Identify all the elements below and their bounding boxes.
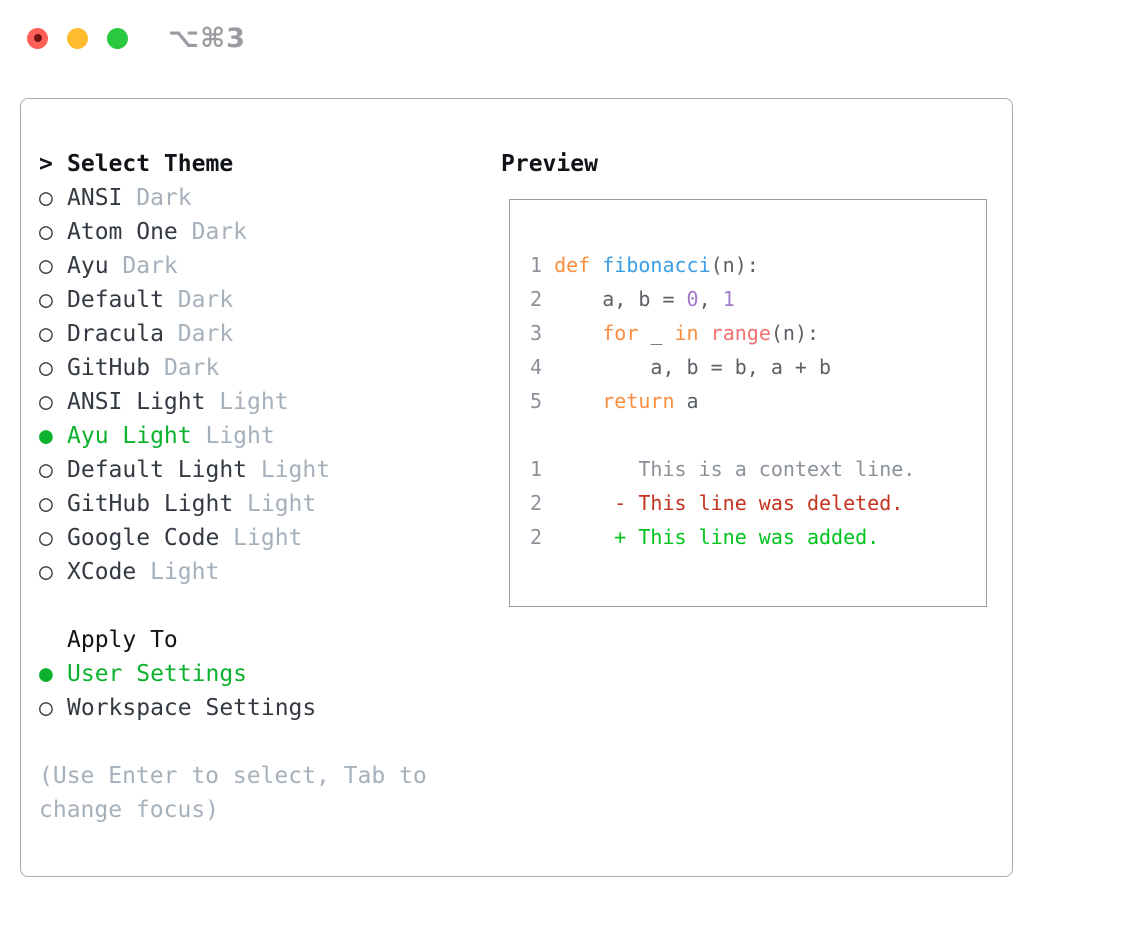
radio-icon: ○ (39, 253, 53, 279)
theme-option[interactable]: ○ GitHub Light Light (39, 487, 427, 521)
preview-title: Preview (501, 151, 598, 177)
option-variant: Dark (122, 253, 178, 279)
radio-icon: ○ (39, 525, 53, 551)
theme-option[interactable]: ● Ayu Light Light (39, 419, 427, 453)
theme-option[interactable]: ○ GitHub Dark (39, 351, 427, 385)
code-line: 2 - This line was deleted. (530, 491, 904, 515)
theme-selector-dialog: > Select Theme ○ ANSI Dark ○ Atom One Da… (20, 98, 1013, 877)
radio-icon: ○ (39, 321, 53, 347)
preview-box: 1 def fibonacci(n): 2 a, b = 0, 1 3 for _ … (509, 199, 987, 607)
option-variant: Light (205, 423, 275, 449)
code-line: 2 a, b = 0, 1 (530, 287, 735, 311)
apply-to-list: ● User Settings ○ Workspace Settings (39, 657, 427, 725)
option-name: Dracula (67, 321, 164, 347)
option-name: XCode (67, 559, 137, 585)
radio-icon: ○ (39, 355, 53, 381)
select-theme-header: > Select Theme (39, 147, 427, 181)
zoom-button[interactable] (107, 27, 128, 49)
option-variant: Dark (191, 219, 248, 245)
option-variant: Dark (177, 321, 234, 347)
option-name: GitHub (67, 355, 151, 381)
radio-icon: ○ (39, 389, 53, 415)
theme-option[interactable]: ○ Default Light Light (39, 453, 427, 487)
option-name: ANSI Light (67, 389, 206, 415)
radio-icon: ○ (39, 491, 53, 517)
option-name: User Settings (67, 661, 248, 687)
radio-icon: ○ (39, 185, 53, 211)
option-name: Workspace Settings (67, 695, 317, 721)
option-variant: Light (260, 457, 331, 483)
option-variant: Dark (177, 287, 234, 313)
code-line: 1 def fibonacci(n): (530, 253, 759, 277)
option-variant: Light (247, 491, 317, 517)
code-line: 4 a, b = b, a + b (530, 355, 832, 379)
option-name: Default Light (67, 457, 248, 483)
code-line: 2 + This line was added. (530, 525, 880, 549)
option-name: Ayu (67, 253, 109, 279)
radio-icon: ● (39, 423, 53, 449)
option-name: Ayu Light (67, 423, 192, 449)
radio-icon: ● (39, 661, 53, 687)
radio-icon: ○ (39, 457, 53, 483)
radio-icon: ○ (39, 287, 53, 313)
option-name: Atom One (67, 219, 178, 245)
option-variant: Light (233, 525, 303, 551)
close-button[interactable] (27, 27, 48, 49)
theme-panel: > Select Theme ○ ANSI Dark ○ Atom One Da… (39, 147, 427, 827)
theme-option[interactable]: ○ Ayu Dark (39, 249, 427, 283)
panel-title: Select Theme (67, 151, 234, 177)
option-name: Google Code (67, 525, 220, 551)
option-variant: Light (150, 559, 220, 585)
apply-to-option[interactable]: ● User Settings (39, 657, 427, 691)
option-name: GitHub Light (67, 491, 234, 517)
theme-option[interactable]: ○ ANSI Light Light (39, 385, 427, 419)
radio-icon: ○ (39, 695, 53, 721)
radio-icon: ○ (39, 219, 53, 245)
hint-line-1: (Use Enter to select, Tab to (39, 763, 427, 789)
prompt-icon: > (39, 151, 53, 177)
theme-option[interactable]: ○ XCode Light (39, 555, 427, 589)
theme-option[interactable]: ○ ANSI Dark (39, 181, 427, 215)
apply-to-header: Apply To (39, 623, 427, 657)
theme-list: ○ ANSI Dark ○ Atom One Dark ○ Ayu Dark ○… (39, 181, 427, 589)
code-line: 1 This is a context line. (530, 457, 916, 481)
option-name: Default (67, 287, 164, 313)
option-variant: Dark (163, 355, 220, 381)
apply-to-label: Apply To (67, 627, 178, 653)
code-line: 3 for _ in range(n): (530, 321, 820, 345)
hint-line-2: change focus) (39, 797, 220, 823)
theme-option[interactable]: ○ Google Code Light (39, 521, 427, 555)
option-variant: Dark (136, 185, 192, 211)
code-line (530, 418, 986, 452)
theme-option[interactable]: ○ Atom One Dark (39, 215, 427, 249)
minimize-button[interactable] (67, 27, 88, 49)
theme-option[interactable]: ○ Default Dark (39, 283, 427, 317)
code-line: 5 return a (530, 389, 699, 413)
preview-code: 1 def fibonacci(n): 2 a, b = 0, 1 3 for _ … (530, 248, 986, 554)
titlebar[interactable]: ⌥⌘3 (0, 0, 1140, 76)
option-variant: Light (219, 389, 289, 415)
apply-to-option[interactable]: ○ Workspace Settings (39, 691, 427, 725)
theme-option[interactable]: ○ Dracula Dark (39, 317, 427, 351)
window-title: ⌥⌘3 (168, 22, 246, 54)
option-name: ANSI (67, 185, 123, 211)
radio-icon: ○ (39, 559, 53, 585)
preview-panel: Preview 1 def fibonacci(n): 2 a, b = 0, 1… (501, 147, 987, 607)
